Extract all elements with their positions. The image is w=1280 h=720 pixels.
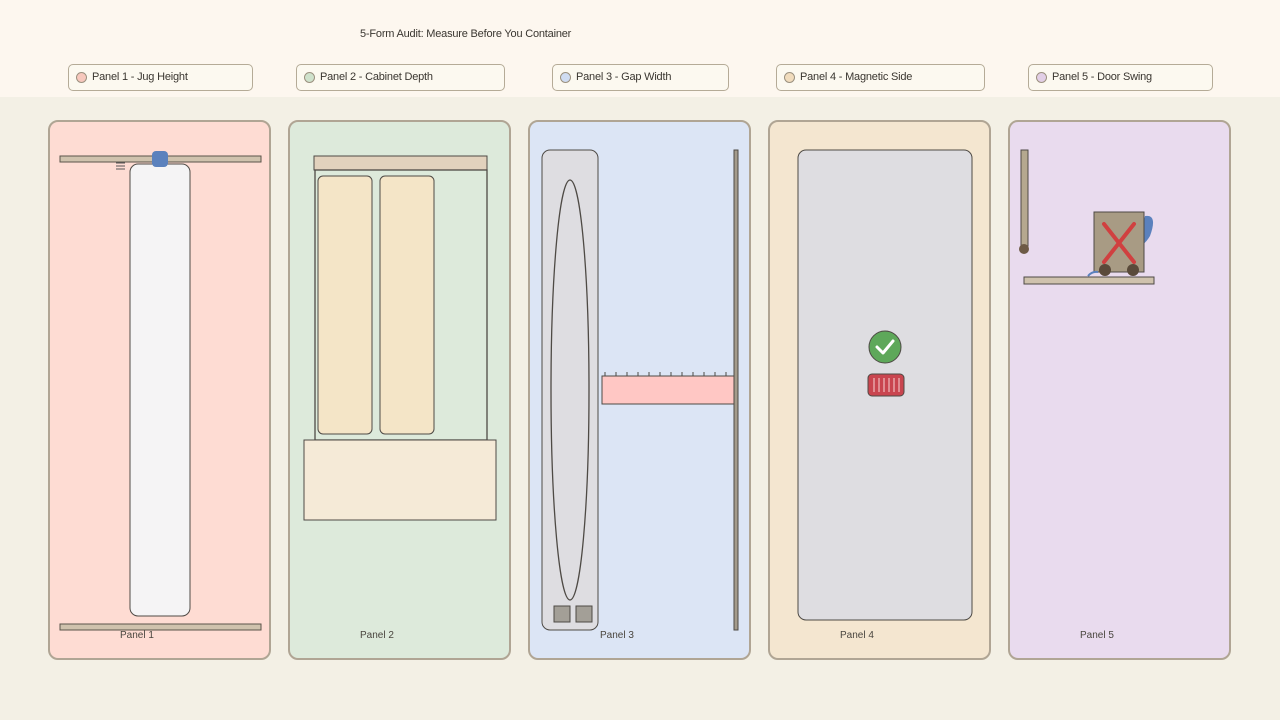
cabinet-door-left (317, 175, 373, 435)
panel-4-swatch-icon (784, 72, 795, 83)
hinge-icon (1019, 244, 1029, 254)
chip-panel-4[interactable]: Panel 4 - Magnetic Side (776, 64, 985, 91)
oval-outline (550, 179, 590, 601)
wheel-right-icon (1127, 264, 1139, 276)
ruler-ticks (604, 372, 727, 376)
jug-body (129, 163, 191, 617)
chip-label: Panel 3 - Gap Width (576, 71, 672, 83)
chip-label: Panel 5 - Door Swing (1052, 71, 1152, 83)
page-title: 5-Form Audit: Measure Before You Contain… (360, 28, 572, 40)
panel-1-illustration (59, 151, 262, 631)
gap-strip (601, 375, 735, 405)
panel-5-illustration (1019, 149, 1155, 285)
lower-shelf (59, 623, 262, 631)
chip-label: Panel 2 - Cabinet Depth (320, 71, 433, 83)
panel-2-illustration (303, 155, 497, 521)
panel-3-illustration (541, 149, 739, 631)
floor-shelf (1023, 276, 1155, 285)
container-box (303, 439, 497, 521)
panel-3-label: Panel 3 (600, 630, 634, 641)
chip-panel-2[interactable]: Panel 2 - Cabinet Depth (296, 64, 505, 91)
cabinet-door-right (379, 175, 435, 435)
panel-3-swatch-icon (560, 72, 571, 83)
check-icon (868, 330, 902, 364)
cross-icon (1102, 222, 1136, 264)
panel-5-label: Panel 5 (1080, 630, 1114, 641)
grip-lines-icon (116, 162, 125, 170)
panel-1-swatch-icon (76, 72, 87, 83)
appliance-side (541, 149, 599, 631)
panel-2-swatch-icon (304, 72, 315, 83)
door-edge (1020, 149, 1029, 247)
chip-label: Panel 4 - Magnetic Side (800, 71, 913, 83)
foot-right-icon (575, 605, 593, 623)
wheel-left-icon (1099, 264, 1111, 276)
panel-5-swatch-icon (1036, 72, 1047, 83)
jug-cap-icon (152, 151, 168, 167)
panel-2-label: Panel 2 (360, 630, 394, 641)
chip-panel-5[interactable]: Panel 5 - Door Swing (1028, 64, 1213, 91)
panel-5 (1008, 120, 1231, 660)
cabinet-top (313, 155, 488, 171)
magnet-icon (867, 373, 905, 397)
chip-panel-1[interactable]: Panel 1 - Jug Height (68, 64, 253, 91)
chip-panel-3[interactable]: Panel 3 - Gap Width (552, 64, 729, 91)
wall-edge (733, 149, 739, 631)
chip-label: Panel 1 - Jug Height (92, 71, 188, 83)
panel-4-label: Panel 4 (840, 630, 874, 641)
foot-left-icon (553, 605, 571, 623)
panel-1-label: Panel 1 (120, 630, 154, 641)
panel-4-illustration (797, 149, 973, 621)
